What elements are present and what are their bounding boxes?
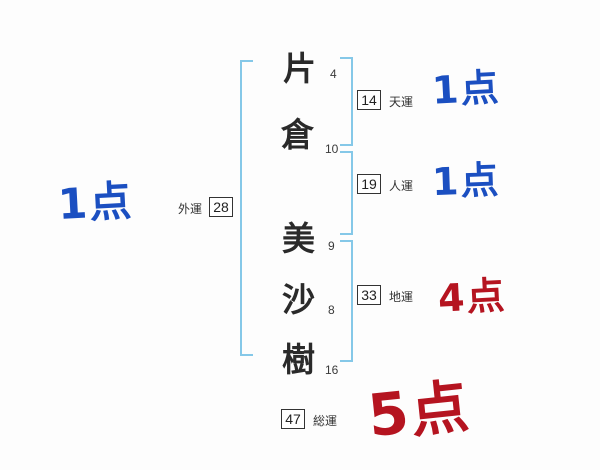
name-char-3: 美	[282, 220, 315, 257]
person-luck-score: 1点	[431, 157, 502, 205]
person-luck-value: 19	[361, 176, 377, 192]
earth-luck-value-box: 33	[357, 285, 381, 305]
earth-luck-score: 4点	[436, 273, 508, 321]
person-luck-bracket	[340, 151, 353, 235]
stroke-count-3: 9	[328, 239, 335, 253]
outer-luck-label: 外運	[178, 202, 203, 216]
heaven-luck-bracket	[340, 57, 353, 146]
heaven-luck-score: 1点	[430, 65, 502, 113]
name-char-5: 樹	[282, 341, 315, 378]
outer-luck-value: 28	[213, 199, 229, 215]
name-char-4: 沙	[282, 281, 315, 318]
stroke-count-2: 10	[325, 142, 339, 156]
person-luck-label: 人運	[389, 179, 414, 193]
stroke-count-5: 16	[325, 363, 339, 377]
total-luck-label: 総運	[313, 414, 338, 428]
total-luck-score: 5点	[364, 371, 474, 451]
total-luck-value-box: 47	[281, 409, 305, 429]
heaven-luck-label: 天運	[389, 95, 414, 109]
name-char-2: 倉	[281, 116, 314, 153]
heaven-luck-value-box: 14	[357, 90, 381, 110]
outer-luck-score: 1点	[56, 176, 135, 229]
stroke-count-1: 4	[330, 67, 337, 81]
name-char-1: 片	[283, 50, 316, 87]
earth-luck-bracket	[340, 240, 353, 362]
earth-luck-label: 地運	[389, 290, 414, 304]
outer-luck-bracket	[240, 60, 253, 356]
earth-luck-value: 33	[361, 287, 377, 303]
person-luck-value-box: 19	[357, 174, 381, 194]
outer-luck-value-box: 28	[209, 197, 233, 217]
total-luck-value: 47	[285, 411, 301, 427]
stroke-count-4: 8	[328, 303, 335, 317]
heaven-luck-value: 14	[361, 92, 377, 108]
